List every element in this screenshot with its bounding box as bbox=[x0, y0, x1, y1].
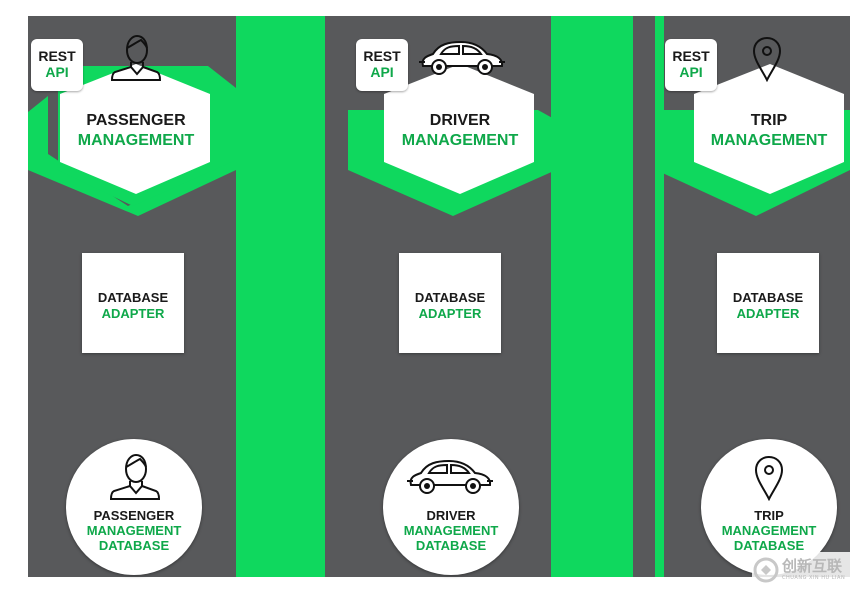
title-line2: MANAGEMENT bbox=[401, 132, 519, 149]
badge-line1: REST bbox=[38, 48, 76, 64]
database-label: TRIP MANAGEMENT DATABASE bbox=[701, 508, 837, 553]
passenger-rest-api-badge: REST API bbox=[31, 39, 83, 91]
person-icon bbox=[110, 453, 160, 500]
badge-line2: API bbox=[45, 64, 69, 80]
db-line1: TRIP bbox=[754, 508, 784, 523]
adapter-line2: ADAPTER bbox=[418, 306, 482, 321]
adapter-line1: DATABASE bbox=[414, 290, 486, 305]
title-line1: PASSENGER bbox=[86, 112, 186, 129]
watermark-subtext: CHUANG XIN HU LIAN bbox=[782, 575, 846, 581]
adapter-line1: DATABASE bbox=[732, 290, 804, 305]
database-label: DRIVER MANAGEMENT DATABASE bbox=[383, 508, 519, 553]
trip-database-adapter: DATABASE ADAPTER bbox=[717, 253, 819, 353]
badge-line1: REST bbox=[363, 48, 401, 64]
driver-rest-api-badge: REST API bbox=[356, 39, 408, 91]
driver-title-shape bbox=[384, 64, 534, 194]
passenger-database-adapter: DATABASE ADAPTER bbox=[82, 253, 184, 353]
db-line2: MANAGEMENT bbox=[86, 523, 182, 538]
db-line3: DATABASE bbox=[733, 538, 805, 553]
db-line1: PASSENGER bbox=[93, 508, 175, 523]
db-line3: DATABASE bbox=[415, 538, 487, 553]
passenger-management-database: PASSENGER MANAGEMENT DATABASE bbox=[66, 439, 202, 575]
title-line1: DRIVER bbox=[429, 112, 491, 129]
adapter-line2: ADAPTER bbox=[101, 306, 165, 321]
db-line1: DRIVER bbox=[426, 508, 476, 523]
trip-management-database: TRIP MANAGEMENT DATABASE bbox=[701, 439, 837, 575]
adapter-line2: ADAPTER bbox=[736, 306, 800, 321]
db-line3: DATABASE bbox=[98, 538, 170, 553]
badge-line2: API bbox=[370, 64, 394, 80]
passenger-title-shape bbox=[60, 64, 210, 194]
badge-line2: API bbox=[679, 64, 703, 80]
watermark-text: 创新互联 bbox=[782, 557, 843, 575]
db-line2: MANAGEMENT bbox=[403, 523, 499, 538]
car-icon bbox=[419, 40, 505, 75]
db-line2: MANAGEMENT bbox=[721, 523, 817, 538]
driver-database-adapter: DATABASE ADAPTER bbox=[399, 253, 501, 353]
map-pin-icon bbox=[752, 36, 782, 82]
title-line2: MANAGEMENT bbox=[710, 132, 828, 149]
passenger-management-title: PASSENGER MANAGEMENT bbox=[56, 111, 216, 151]
watermark-logo: 创新互联 CHUANG XIN HU LIAN bbox=[752, 552, 852, 588]
database-label: PASSENGER MANAGEMENT DATABASE bbox=[66, 508, 202, 553]
trip-panel bbox=[633, 16, 655, 577]
map-pin-icon bbox=[754, 455, 784, 501]
adapter-line1: DATABASE bbox=[97, 290, 169, 305]
title-line2: MANAGEMENT bbox=[77, 132, 195, 149]
badge-line1: REST bbox=[672, 48, 710, 64]
title-line1: TRIP bbox=[750, 112, 788, 129]
trip-management-title: TRIP MANAGEMENT bbox=[689, 111, 849, 151]
trip-rest-api-badge: REST API bbox=[665, 39, 717, 91]
driver-management-title: DRIVER MANAGEMENT bbox=[380, 111, 540, 151]
driver-management-database: DRIVER MANAGEMENT DATABASE bbox=[383, 439, 519, 575]
person-icon bbox=[111, 34, 161, 81]
car-icon bbox=[407, 459, 493, 494]
trip-title-shape bbox=[694, 64, 844, 194]
watermark-mark-icon bbox=[752, 552, 852, 588]
